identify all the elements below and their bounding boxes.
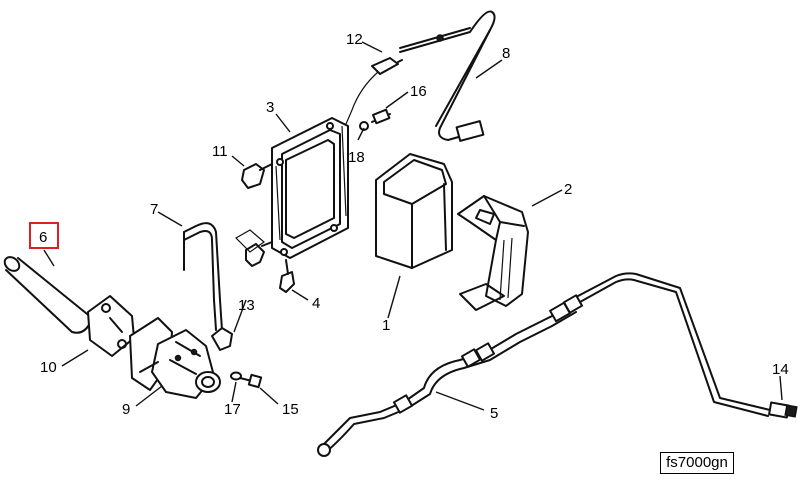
callout-17: 17 [224, 401, 241, 418]
leader-lines [43, 41, 783, 411]
part-4-bolt [279, 259, 295, 293]
leader-11 [231, 155, 245, 167]
leader-4 [291, 289, 309, 301]
leader-18 [357, 127, 365, 141]
callout-1: 1 [382, 317, 390, 334]
callout-4: 4 [312, 295, 320, 312]
leader-17 [231, 381, 237, 403]
part-6-rod [3, 256, 93, 334]
leader-6 [43, 249, 55, 267]
leader-16 [385, 91, 409, 109]
leader-8 [475, 59, 503, 79]
leader-5 [435, 391, 485, 411]
leader-10 [61, 349, 89, 367]
part-11-bolt [241, 163, 273, 189]
callout-11: 11 [212, 143, 228, 160]
part-7-hose [183, 222, 223, 331]
callout-2: 2 [564, 181, 572, 198]
leader-7 [157, 211, 183, 227]
part-17-washer [230, 371, 242, 381]
callout-6: 6 [39, 229, 47, 246]
part-15-bolt [239, 373, 263, 389]
part-12-connector [345, 57, 403, 125]
leader-9 [135, 385, 163, 407]
callout-labels: 12 8 3 16 18 11 2 7 4 1 6 13 10 9 17 15 … [39, 31, 789, 422]
part-10-gasket [87, 295, 135, 357]
callout-14: 14 [772, 361, 789, 378]
part-5-cable [317, 294, 584, 457]
callout-3: 3 [266, 99, 274, 116]
part-8-tube [399, 10, 496, 142]
callout-16: 16 [410, 83, 427, 100]
leader-12 [361, 41, 383, 53]
callout-5: 5 [490, 405, 498, 422]
highlighted-callout-box [29, 222, 59, 249]
callout-13: 13 [238, 297, 255, 314]
leader-1 [387, 275, 401, 319]
leader-14 [779, 375, 783, 401]
callout-8: 8 [502, 45, 510, 62]
callout-9: 9 [122, 401, 130, 418]
leader-15 [259, 387, 279, 405]
figure-code-label: fs7000gn [660, 452, 734, 474]
part-16-screw [359, 108, 391, 131]
leader-3 [275, 113, 291, 133]
leader-13 [233, 299, 247, 333]
part-1-cover [375, 153, 453, 269]
callout-15: 15 [282, 401, 299, 418]
callout-10: 10 [40, 359, 57, 376]
part-14-tube [577, 272, 798, 419]
callout-18: 18 [348, 149, 365, 166]
callout-7: 7 [150, 201, 158, 218]
part-13-elbow [211, 229, 273, 351]
leader-2 [531, 189, 563, 207]
callout-12: 12 [346, 31, 363, 48]
part-3-module [271, 117, 349, 259]
part-2-bracket [457, 195, 529, 311]
part-9-pump [129, 317, 221, 399]
